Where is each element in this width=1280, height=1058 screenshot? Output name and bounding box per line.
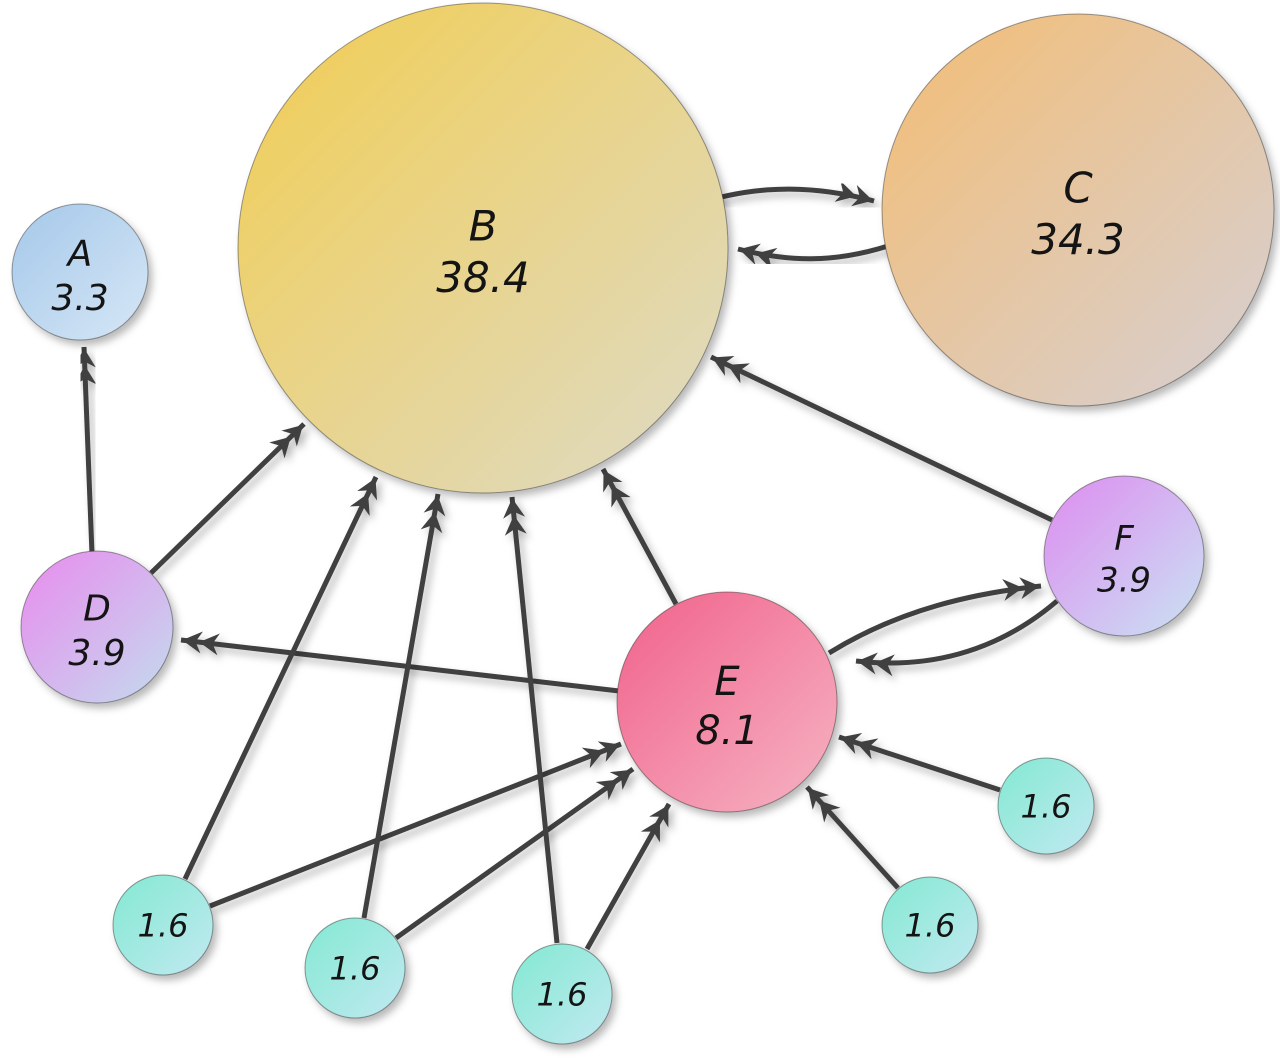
node-C-circle <box>881 13 1275 407</box>
edge-H-to-E <box>394 766 635 941</box>
node-E-value: 8.1 <box>695 708 759 754</box>
node-C-value: 34.3 <box>1031 215 1125 264</box>
edge-E-to-F <box>827 577 1042 656</box>
edge-G-to-B <box>182 475 379 881</box>
node-B-value: 38.4 <box>436 253 530 302</box>
edges-layer <box>73 180 1059 951</box>
node-G-value: 1.6 <box>138 907 189 945</box>
node-A-value: 3.3 <box>51 278 108 319</box>
edge-F-to-B <box>709 354 1054 523</box>
edge-D-to-B <box>149 422 306 575</box>
node-I-value: 1.6 <box>537 976 588 1014</box>
node-F-value: 3.9 <box>1097 561 1151 601</box>
node-K-circle <box>997 757 1095 855</box>
node-H-circle <box>304 917 406 1019</box>
edge-I-to-B <box>503 496 560 944</box>
node-F: F3.9 <box>1043 475 1205 637</box>
node-B-label: B <box>469 201 498 250</box>
node-E-label: E <box>714 659 740 705</box>
edge-G-to-E <box>209 741 622 909</box>
node-B-circle <box>237 2 729 494</box>
edge-I-to-E <box>584 802 672 951</box>
node-H: 1.6 <box>304 917 406 1019</box>
edge-K-to-E <box>838 733 1001 793</box>
edge-C-to-B <box>737 243 889 270</box>
node-K-value: 1.6 <box>1021 788 1072 826</box>
node-C: C34.3 <box>881 13 1275 407</box>
node-F-circle <box>1043 475 1205 637</box>
node-D-label: D <box>83 589 111 630</box>
node-F-label: F <box>1114 519 1134 559</box>
node-A-label: A <box>66 234 93 275</box>
edge-E-to-D <box>180 631 620 694</box>
node-H-value: 1.6 <box>330 950 381 988</box>
node-D-circle <box>20 550 174 704</box>
node-D: D3.9 <box>20 550 174 704</box>
edge-H-to-B <box>361 493 446 919</box>
edge-J-to-E <box>805 785 900 890</box>
node-J: 1.6 <box>881 876 979 974</box>
node-B: B38.4 <box>237 2 729 494</box>
node-G: 1.6 <box>112 874 214 976</box>
node-C-label: C <box>1063 163 1093 212</box>
edge-D-to-A <box>73 346 97 555</box>
node-K: 1.6 <box>997 757 1095 855</box>
node-J-circle <box>881 876 979 974</box>
edge-B-to-C <box>702 180 875 207</box>
edge-E-to-B <box>600 467 679 606</box>
node-A-circle <box>11 203 149 341</box>
nodes-layer: A3.3B38.4C34.3D3.9E8.1F3.91.61.61.61.61.… <box>11 2 1275 1045</box>
node-J-value: 1.6 <box>905 907 956 945</box>
node-E: E8.1 <box>616 591 838 813</box>
node-D-value: 3.9 <box>68 633 125 674</box>
node-I: 1.6 <box>511 943 613 1045</box>
node-E-circle <box>616 591 838 813</box>
node-I-circle <box>511 943 613 1045</box>
edge-F-to-E <box>855 599 1059 677</box>
node-G-circle <box>112 874 214 976</box>
node-A: A3.3 <box>11 203 149 341</box>
